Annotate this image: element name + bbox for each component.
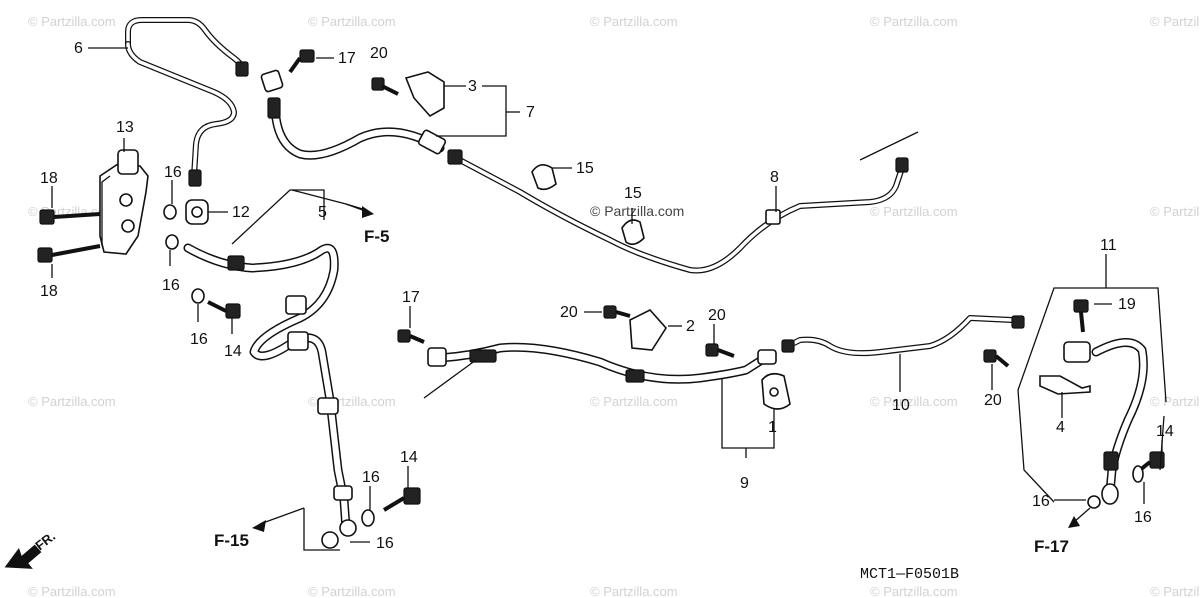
callout-2: 2 [686,318,695,335]
callout-18: 18 [40,170,58,187]
front-direction-arrow: FR. [4,528,58,569]
callout-13: 13 [116,119,134,136]
brake-hose-5[interactable] [183,243,375,549]
watermark: © Partzilla.com [590,584,678,598]
ref-arrow-f15 [252,520,266,532]
hose-clip-15-lower[interactable] [621,219,645,246]
ref-label-f15: F-15 [214,531,249,550]
watermark: © Partzilla.com [1150,204,1200,219]
banjo-bolt-14-left[interactable] [207,300,241,319]
sealing-washer-16[interactable] [163,204,205,304]
callout-14: 14 [1156,423,1174,440]
leader-lines [51,47,1165,551]
callout-16: 16 [1134,509,1152,526]
callout-3: 3 [468,78,477,95]
callout-1: 1 [768,419,777,436]
callout-20: 20 [984,392,1002,409]
hose-clip-15-upper[interactable] [531,164,557,191]
brake-hose-7[interactable] [260,69,447,160]
watermark: © Partzilla.com [870,394,958,409]
bracket-4[interactable] [1039,375,1091,395]
watermark: © Partzilla.com [1150,394,1200,409]
bolt-20-right[interactable] [705,343,735,358]
brake-pipe-6[interactable] [125,17,249,187]
watermark: © Partzilla.com [28,584,116,598]
bolt-18-upper[interactable] [39,209,101,225]
watermark-center: © Partzilla.com [590,203,684,219]
callout-16: 16 [1032,493,1050,510]
watermark: © Partzilla.com [870,584,958,598]
ref-label-f17: F-17 [1034,537,1069,556]
callout-9: 9 [740,475,749,492]
ref-label-f5: F-5 [364,227,390,246]
callout-18: 18 [40,283,58,300]
bolt-17-upper[interactable] [288,49,315,74]
master-cylinder-13[interactable] [99,149,149,255]
callout-17: 17 [402,289,420,306]
watermark: © Partzilla.com [590,394,678,409]
watermark: © Partzilla.com [590,14,678,29]
callout-15: 15 [624,185,642,202]
callout-20: 20 [708,307,726,324]
callout-6: 6 [74,40,83,57]
callout-labels: 6 17 20 3 7 13 16 15 15 8 18 12 5 18 16 … [40,40,1174,552]
watermark: © Partzilla.com [308,14,396,29]
callout-16: 16 [164,164,182,181]
watermark: © Partzilla.com [28,394,116,409]
watermark: © Partzilla.com [1150,584,1200,598]
callout-19: 19 [1118,296,1136,313]
bolt-20-upper[interactable] [371,77,399,96]
callout-14: 14 [224,343,242,360]
callout-15: 15 [576,160,594,177]
callout-12: 12 [232,204,250,221]
callout-10: 10 [892,397,910,414]
callout-16: 16 [376,535,394,552]
bolt-17-lower[interactable] [397,329,425,344]
callout-4: 4 [1056,419,1065,436]
callout-16: 16 [162,277,180,294]
callout-14: 14 [400,449,418,466]
watermark-layer: © Partzilla.com © Partzilla.com © Partzi… [28,14,1200,598]
callout-16: 16 [362,469,380,486]
clamp-2[interactable] [629,309,667,351]
bolt-19[interactable] [1073,299,1089,333]
watermark: © Partzilla.com [1150,14,1200,29]
brake-pipe-8[interactable] [447,131,919,274]
brake-hose-11[interactable] [1017,287,1167,505]
ref-arrow-f5 [345,203,374,218]
bolt-18-lower[interactable] [37,244,101,263]
hose-clamp-3[interactable] [404,71,445,118]
bolt-20-middle[interactable] [603,305,631,319]
banjo-12[interactable] [185,199,209,225]
brake-pipe-10[interactable] [781,315,1025,357]
callout-11: 11 [1100,237,1117,254]
callout-17: 17 [338,50,356,67]
clamp-1[interactable] [761,372,791,410]
diagram-code: MCT1—F0501B [860,566,959,583]
bolt-20-lower-right[interactable] [983,349,1010,368]
callout-20: 20 [370,45,388,62]
brake-hose-9[interactable] [423,342,777,399]
banjo-bolt-14-right[interactable] [1087,451,1165,509]
watermark: © Partzilla.com [870,14,958,29]
callout-16: 16 [190,331,208,348]
callout-8: 8 [770,169,779,186]
watermark: © Partzilla.com [870,204,958,219]
callout-5: 5 [318,204,327,221]
reference-labels: F-5 F-15 F-17 [214,227,1069,556]
watermark: © Partzilla.com [28,14,116,29]
callout-7: 7 [526,104,535,121]
ref-arrow-f17 [1068,507,1091,528]
banjo-bolt-14-bottom[interactable] [382,487,421,512]
callout-20: 20 [560,304,578,321]
watermark: © Partzilla.com [308,584,396,598]
